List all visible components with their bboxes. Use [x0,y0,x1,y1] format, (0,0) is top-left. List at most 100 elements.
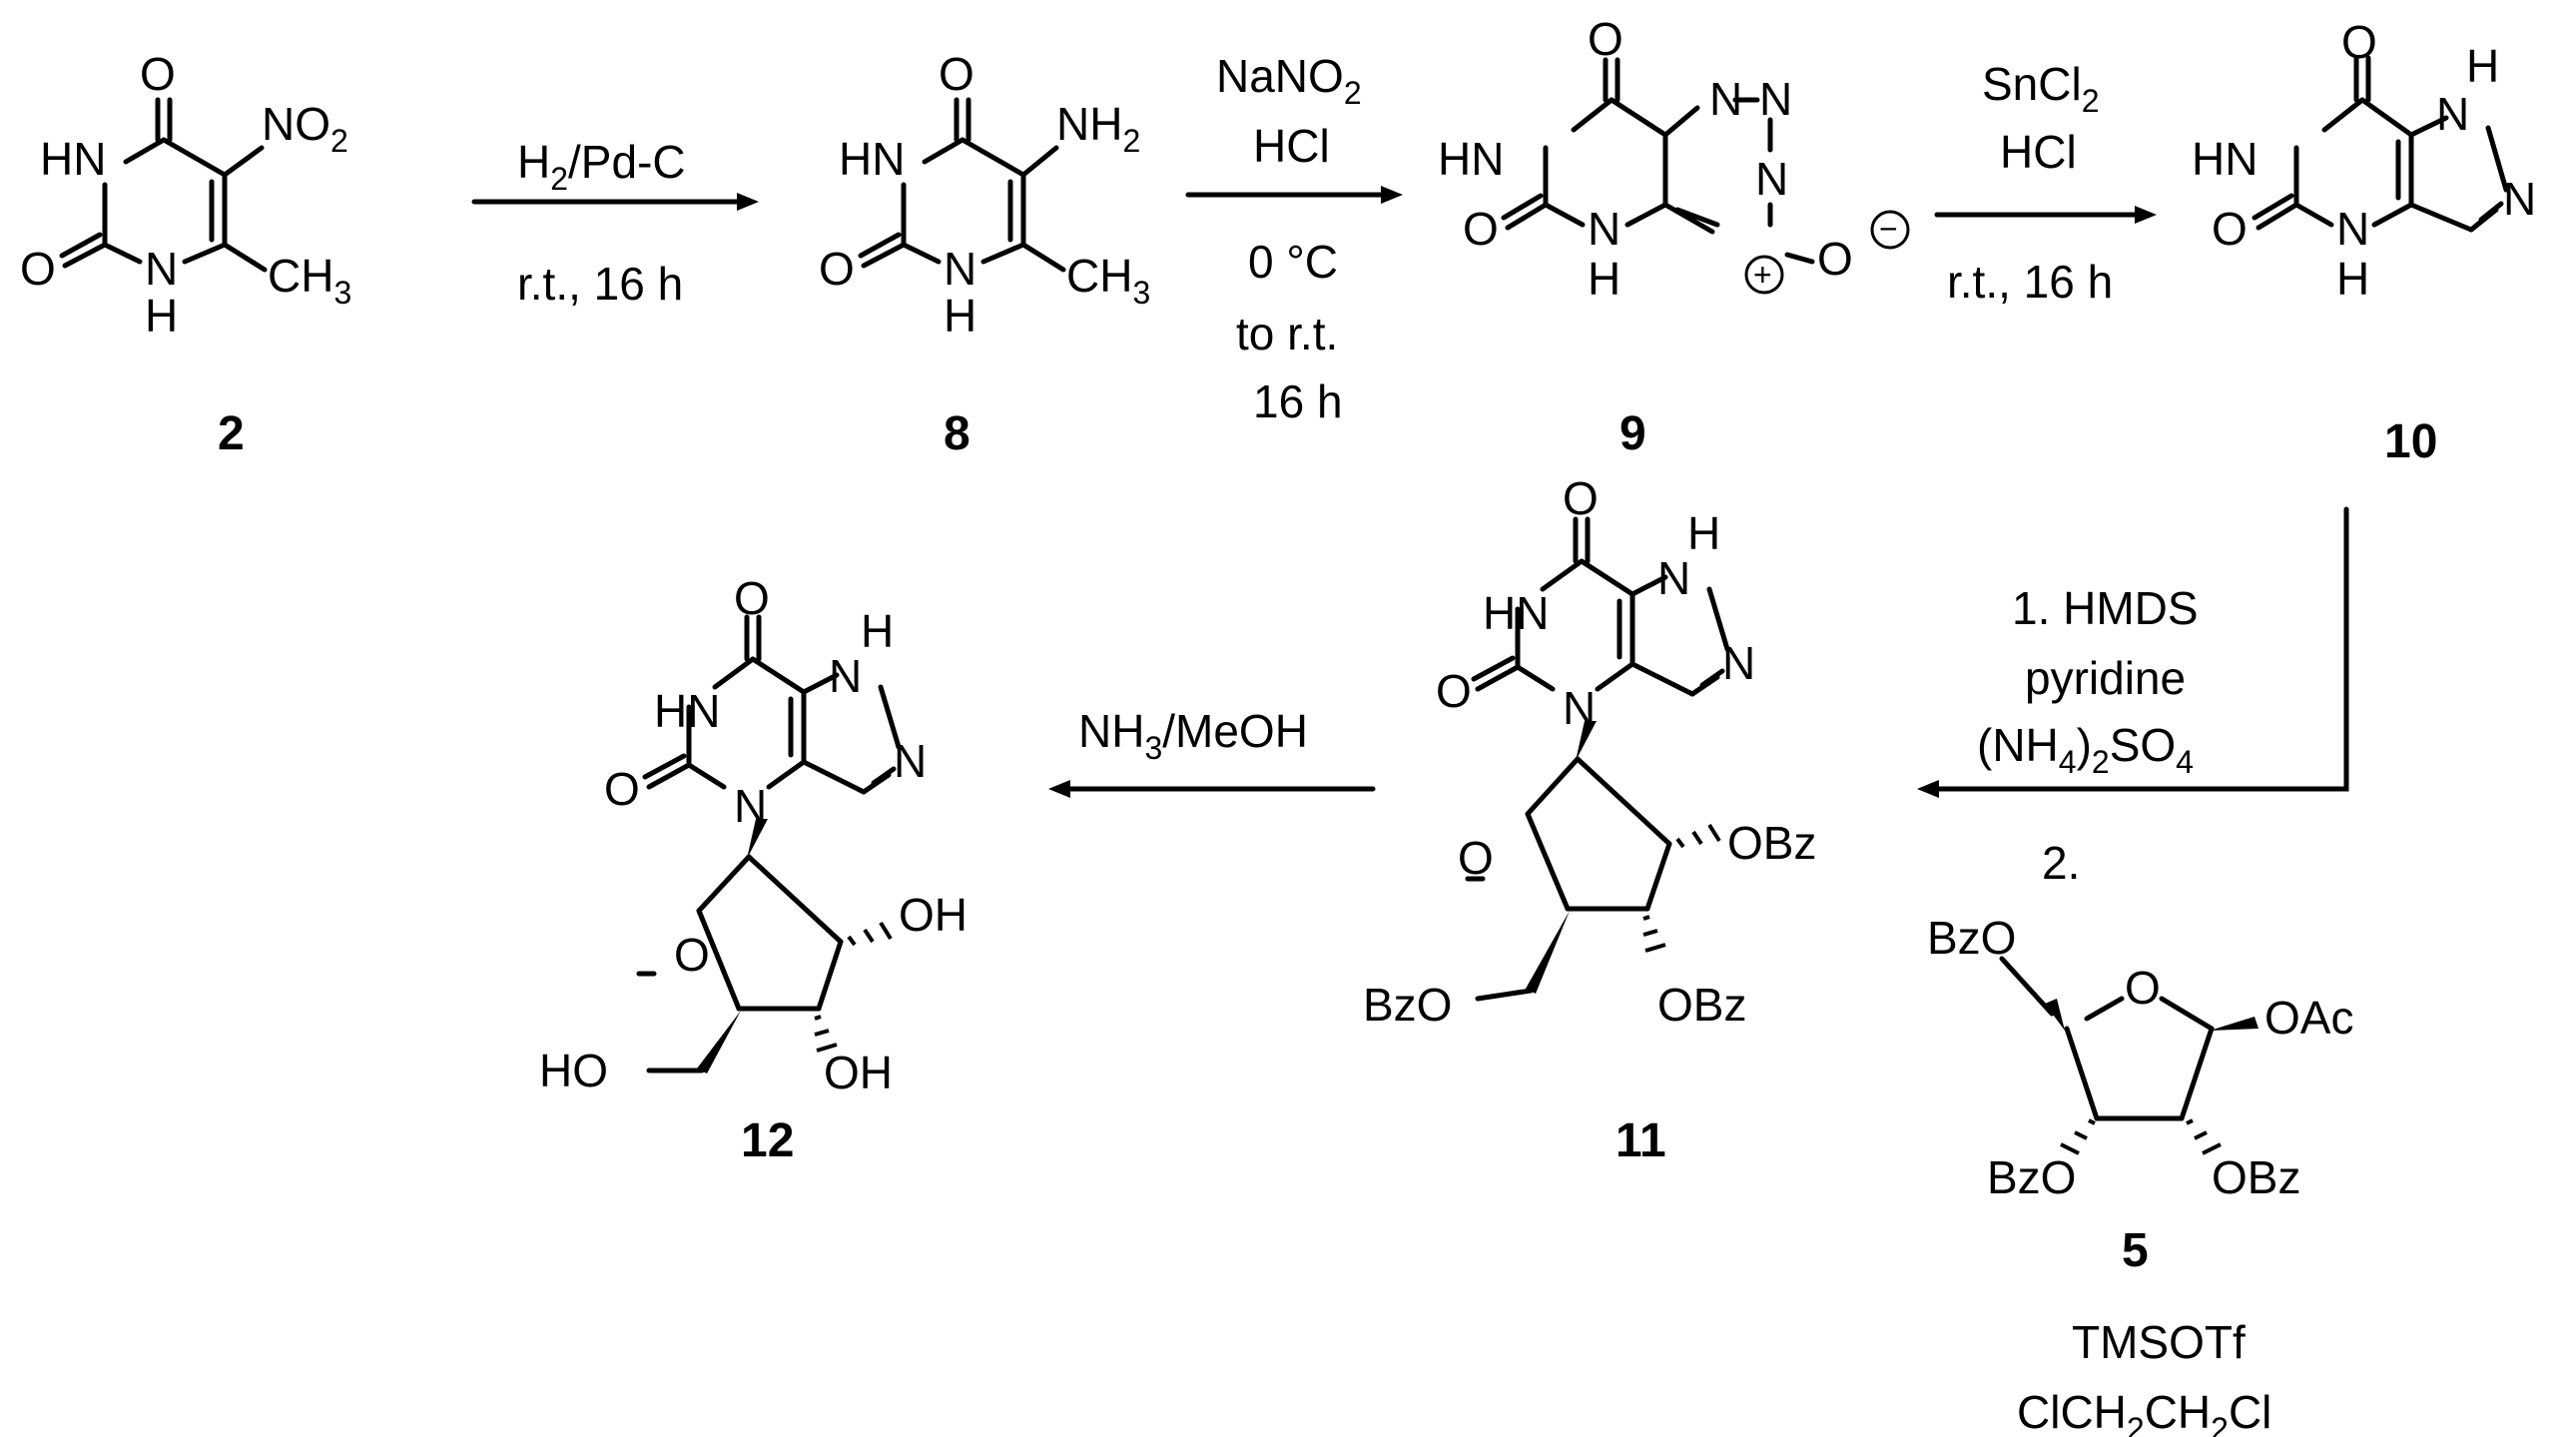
arrow-step4 [1917,506,2349,798]
compound-5-bonds [1999,956,2215,1121]
compound-12-hash-c3 [814,1015,838,1053]
compound-11-pz-n1: N [1657,552,1690,604]
compound-9-number: 9 [1619,407,1646,460]
compound-11-o-top: O [1563,472,1599,524]
compound-9-n1: N [1709,73,1742,125]
compound-5-ring-o: O [2125,962,2161,1014]
compound-11-pz-n2: N [1722,637,1755,689]
compound-10-n-bot: N [2336,203,2369,255]
compound-10-o-top: O [2341,16,2377,68]
step4-step2-label: 2. [2042,837,2080,889]
compound-12-o-top: O [734,572,770,624]
compound-11-hash-c3 [1642,915,1666,953]
compound-12-o-left: O [604,763,640,815]
compound-2-h-bot: H [145,290,178,342]
compound-11: O H N N HN O N O OBz OBz BzO 11 [1363,472,1816,1167]
step2-time: 16 h [1253,375,1343,427]
compound-5: BzO O OAc BzO OBz 5 [1927,912,2353,1277]
step2-temp: 0 °C [1248,236,1338,288]
step3-reagent: SnCl2 [1982,58,2100,119]
compound-12-ho5: HO [539,1045,608,1096]
compound-11-number: 11 [1615,1114,1666,1167]
compound-2-hn: HN [40,133,106,185]
compound-12-c5-wedge [697,1011,741,1074]
compound-9-bonds [1501,57,1815,265]
step2-temp-range: to r.t. [1236,308,1338,359]
compound-10-h-bot: H [2336,253,2369,305]
compound-11-n-bot: N [1563,682,1596,734]
compound-11-ring-o: O [1458,832,1494,884]
step2-reagent: NaNO2 [1216,50,1362,111]
compound-12-number: 12 [741,1114,794,1167]
compound-9-hn: HN [1438,133,1504,185]
compound-8-methyl: CH3 [1066,250,1150,311]
step2-acid: HCl [1253,120,1330,172]
step4-base: pyridine [2025,652,2186,704]
compound-11-hn: HN [1483,587,1549,639]
compound-9-o-top: O [1588,13,1623,65]
compound-2-o-left: O [20,243,56,295]
compound-12-hn: HN [654,685,720,737]
compound-11-obz2: OBz [1727,817,1816,869]
step5-reagent: NH3/MeOH [1078,705,1308,766]
compound-9-n2: N [1759,73,1792,125]
arrow-step2 [1185,186,1403,204]
compound-12-pz-h: H [861,605,894,657]
compound-8-o-top: O [939,48,974,100]
compound-5-c5-wedge [2045,999,2065,1031]
step4-catalyst: (NH4)2SO4 [1977,719,2194,780]
compound-11-bonds [1465,516,1730,912]
compound-12-bonds [636,614,902,1012]
compound-12-ring-o: O [674,929,710,981]
compound-10-number: 10 [2384,415,2437,468]
compound-10: O H N N HN O N H 10 [2192,16,2536,468]
compound-12-n-bot: N [734,780,767,832]
compound-11-bzo5: BzO [1363,979,1452,1031]
compound-9: O HN O N H N N N O + − 9 [1438,13,1910,460]
compound-12-hash-c2 [847,921,893,947]
compound-11-o-left: O [1436,665,1472,717]
compound-5-hash-c2 [2186,1118,2222,1155]
step3-acid: HCl [2000,126,2077,178]
compound-11-n-wedge [1576,721,1597,761]
compound-8-hn: HN [839,133,905,185]
compound-12-pz-n1: N [829,650,862,702]
compound-2-o-top: O [140,48,176,100]
arrow-step3 [1934,206,2157,224]
compound-10-pz-h: H [2466,40,2499,92]
compound-8-amino: NH2 [1056,98,1140,159]
compound-2-n-bot: N [145,243,178,295]
compound-12: O H N N HN O N O OH OH HO 12 [539,572,967,1167]
compound-8-h-bot: H [944,290,976,342]
compound-8-n-bot: N [944,243,976,295]
compound-5-number: 5 [2122,1224,2149,1277]
compound-9-o-minus: O [1817,233,1853,285]
step1-conditions: r.t., 16 h [517,258,683,310]
compound-9-o-left: O [1463,203,1499,255]
compound-12-pz-n2: N [894,735,927,787]
compound-9-plus: + [1753,257,1772,293]
compound-12-oh2: OH [899,889,967,941]
compound-12-n-wedge [747,819,768,859]
step4-reagent1: 1. HMDS [2012,582,2199,634]
arrow-step1 [471,193,759,211]
compound-9-minus-charge [1870,210,1910,250]
compound-11-hash-c2 [1675,823,1721,849]
step1-reagent: H2/Pd-C [517,136,686,197]
compound-8-bonds [858,97,1066,273]
compound-2: O HN O N H NO2 CH3 2 [20,48,351,460]
compound-5-bzo3: BzO [1987,1151,2076,1203]
step3-conditions: r.t., 16 h [1947,256,2113,308]
compound-11-c5-wedge [1526,911,1570,994]
compound-10-hn: HN [2192,133,2257,185]
compound-9-plus-charge [1744,255,1784,295]
compound-11-obz3: OBz [1657,979,1746,1031]
step4-solvent: ClCH2CH2Cl [2017,1386,2271,1437]
compound-8-o-left: O [819,243,855,295]
compound-9-h-bot: H [1588,253,1620,305]
compound-2-nitro: NO2 [262,98,348,159]
compound-5-hash-c3 [2060,1118,2096,1155]
compound-5-obz2: OBz [2212,1151,2300,1203]
compound-2-number: 2 [218,407,245,460]
